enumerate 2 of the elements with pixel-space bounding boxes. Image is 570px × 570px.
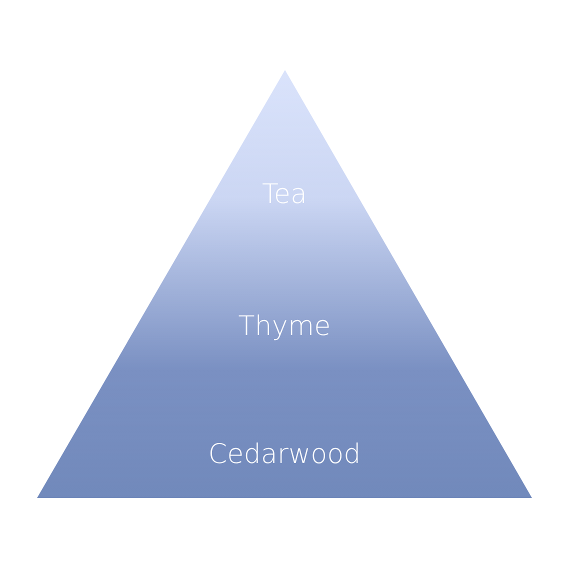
level-label: Thyme (238, 310, 331, 344)
level-label: Cedarwood (208, 438, 361, 472)
